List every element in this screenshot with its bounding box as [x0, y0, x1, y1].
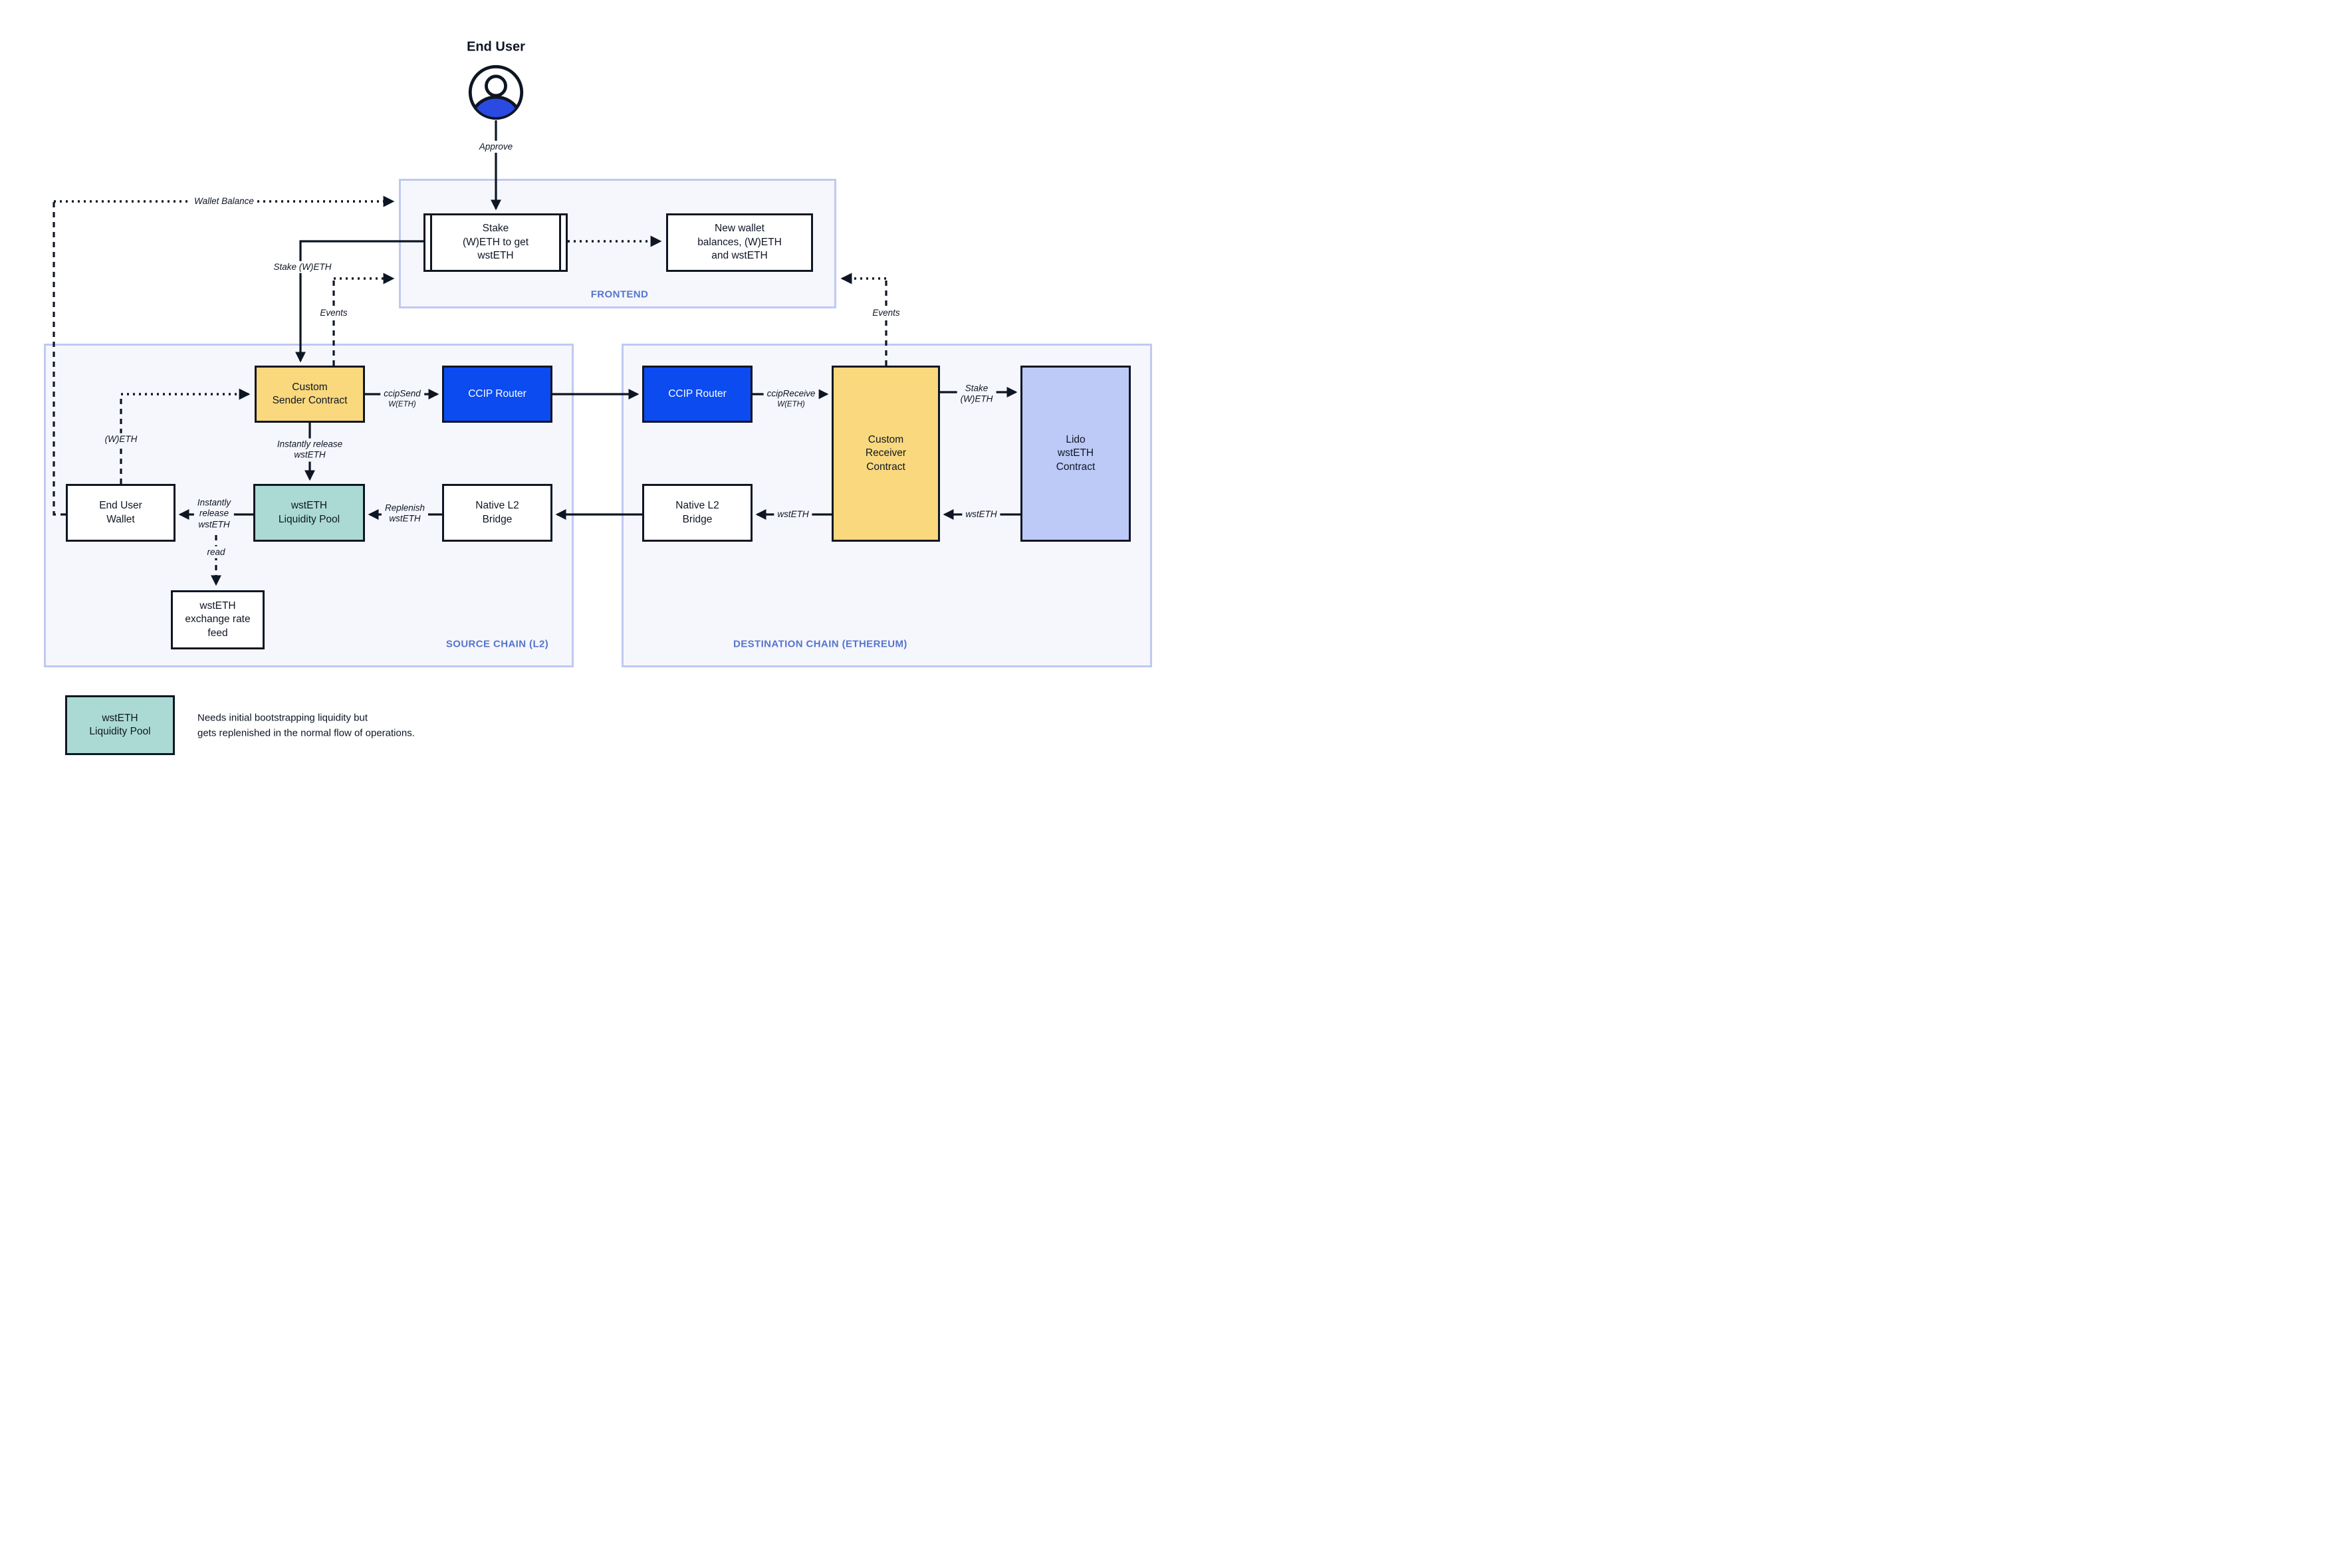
- edge-label-stake-weth: Stake (W)ETH: [270, 261, 335, 274]
- node-stake-subroutine: Stake (W)ETH to get wstETH: [423, 213, 568, 272]
- edge-label-wallet-balance: Wallet Balance: [191, 195, 257, 208]
- node-custom-receiver-contract: Custom Receiver Contract: [832, 366, 940, 542]
- node-new-wallet: New wallet balances, (W)ETH and wstETH: [666, 213, 813, 272]
- node-new-wallet-label: New wallet balances, (W)ETH and wstETH: [697, 223, 782, 262]
- frontend-label: FRONTEND: [590, 288, 649, 300]
- node-native-l2-bridge-dest: Native L2 Bridge: [642, 484, 753, 542]
- node-ccip-router-dest: CCIP Router: [642, 366, 753, 423]
- edge-label-ccipreceive: ccipReceive W(ETH): [763, 377, 819, 421]
- node-lido-wsteth-contract: Lido wstETH Contract: [1020, 366, 1131, 542]
- edge-label-instantly-release-wallet: Instantly release wstETH: [193, 497, 235, 531]
- node-ccip-router-dest-label: CCIP Router: [668, 388, 727, 399]
- node-end-user-wallet-label: End User Wallet: [99, 500, 142, 525]
- edge-label-weth: (W)ETH: [101, 433, 141, 446]
- node-ccip-router-source-label: CCIP Router: [468, 388, 527, 399]
- node-lido-label: Lido wstETH Contract: [1056, 433, 1096, 473]
- edge-label-approve: Approve: [475, 140, 517, 154]
- ccipreceive-text: ccipReceive: [766, 388, 816, 399]
- legend-note: Needs initial bootstrapping liquidity bu…: [197, 712, 415, 739]
- edge-label-events-right: Events: [869, 306, 903, 320]
- node-stake-label: Stake (W)ETH to get wstETH: [462, 223, 529, 262]
- node-liquidity-pool-label: wstETH Liquidity Pool: [278, 500, 340, 525]
- ccipsend-arg: W(ETH): [388, 400, 416, 409]
- node-native-l2-bridge-source: Native L2 Bridge: [442, 484, 552, 542]
- node-bridge-source-label: Native L2 Bridge: [475, 500, 519, 525]
- source-chain-label: SOURCE CHAIN (L2): [445, 638, 549, 650]
- node-rate-feed-label: wstETH exchange rate feed: [185, 600, 251, 639]
- node-bridge-dest-label: Native L2 Bridge: [675, 500, 719, 525]
- destination-chain-label: DESTINATION CHAIN (ETHEREUM): [733, 638, 907, 650]
- edge-label-stake-weth-dest: Stake (W)ETH: [957, 382, 997, 406]
- edge-label-replenish: Replenish wstETH: [381, 502, 429, 526]
- end-user-title: End User: [467, 39, 525, 55]
- legend-wsteth-liquidity-pool-box: wstETH Liquidity Pool: [65, 695, 175, 755]
- diagram-canvas: FRONTEND SOURCE CHAIN (L2) DESTINATION C…: [0, 0, 1174, 784]
- ccipreceive-arg: W(ETH): [777, 400, 805, 409]
- edge-label-wsteth-bridge: wstETH: [774, 508, 812, 521]
- node-wsteth-exchange-rate-feed: wstETH exchange rate feed: [171, 590, 265, 649]
- edge-label-events-left: Events: [316, 306, 351, 320]
- node-ccip-router-source: CCIP Router: [442, 366, 552, 423]
- node-wsteth-liquidity-pool: wstETH Liquidity Pool: [253, 484, 365, 542]
- node-custom-sender-label: Custom Sender Contract: [272, 381, 348, 406]
- node-custom-receiver-label: Custom Receiver Contract: [865, 433, 907, 473]
- edge-label-read: read: [203, 546, 229, 559]
- legend-box-label: wstETH Liquidity Pool: [89, 712, 151, 737]
- subroutine-bar-left: [430, 215, 432, 270]
- ccipsend-text: ccipSend: [384, 388, 421, 399]
- edge-label-ccipsend: ccipSend W(ETH): [380, 377, 424, 421]
- edge-label-wsteth-lido: wstETH: [962, 508, 1000, 521]
- edge-label-instantly-release-sender: Instantly release wstETH: [273, 438, 346, 462]
- node-end-user-wallet: End User Wallet: [66, 484, 176, 542]
- node-custom-sender-contract: Custom Sender Contract: [255, 366, 365, 423]
- end-user-icon: [468, 64, 524, 120]
- subroutine-bar-right: [559, 215, 561, 270]
